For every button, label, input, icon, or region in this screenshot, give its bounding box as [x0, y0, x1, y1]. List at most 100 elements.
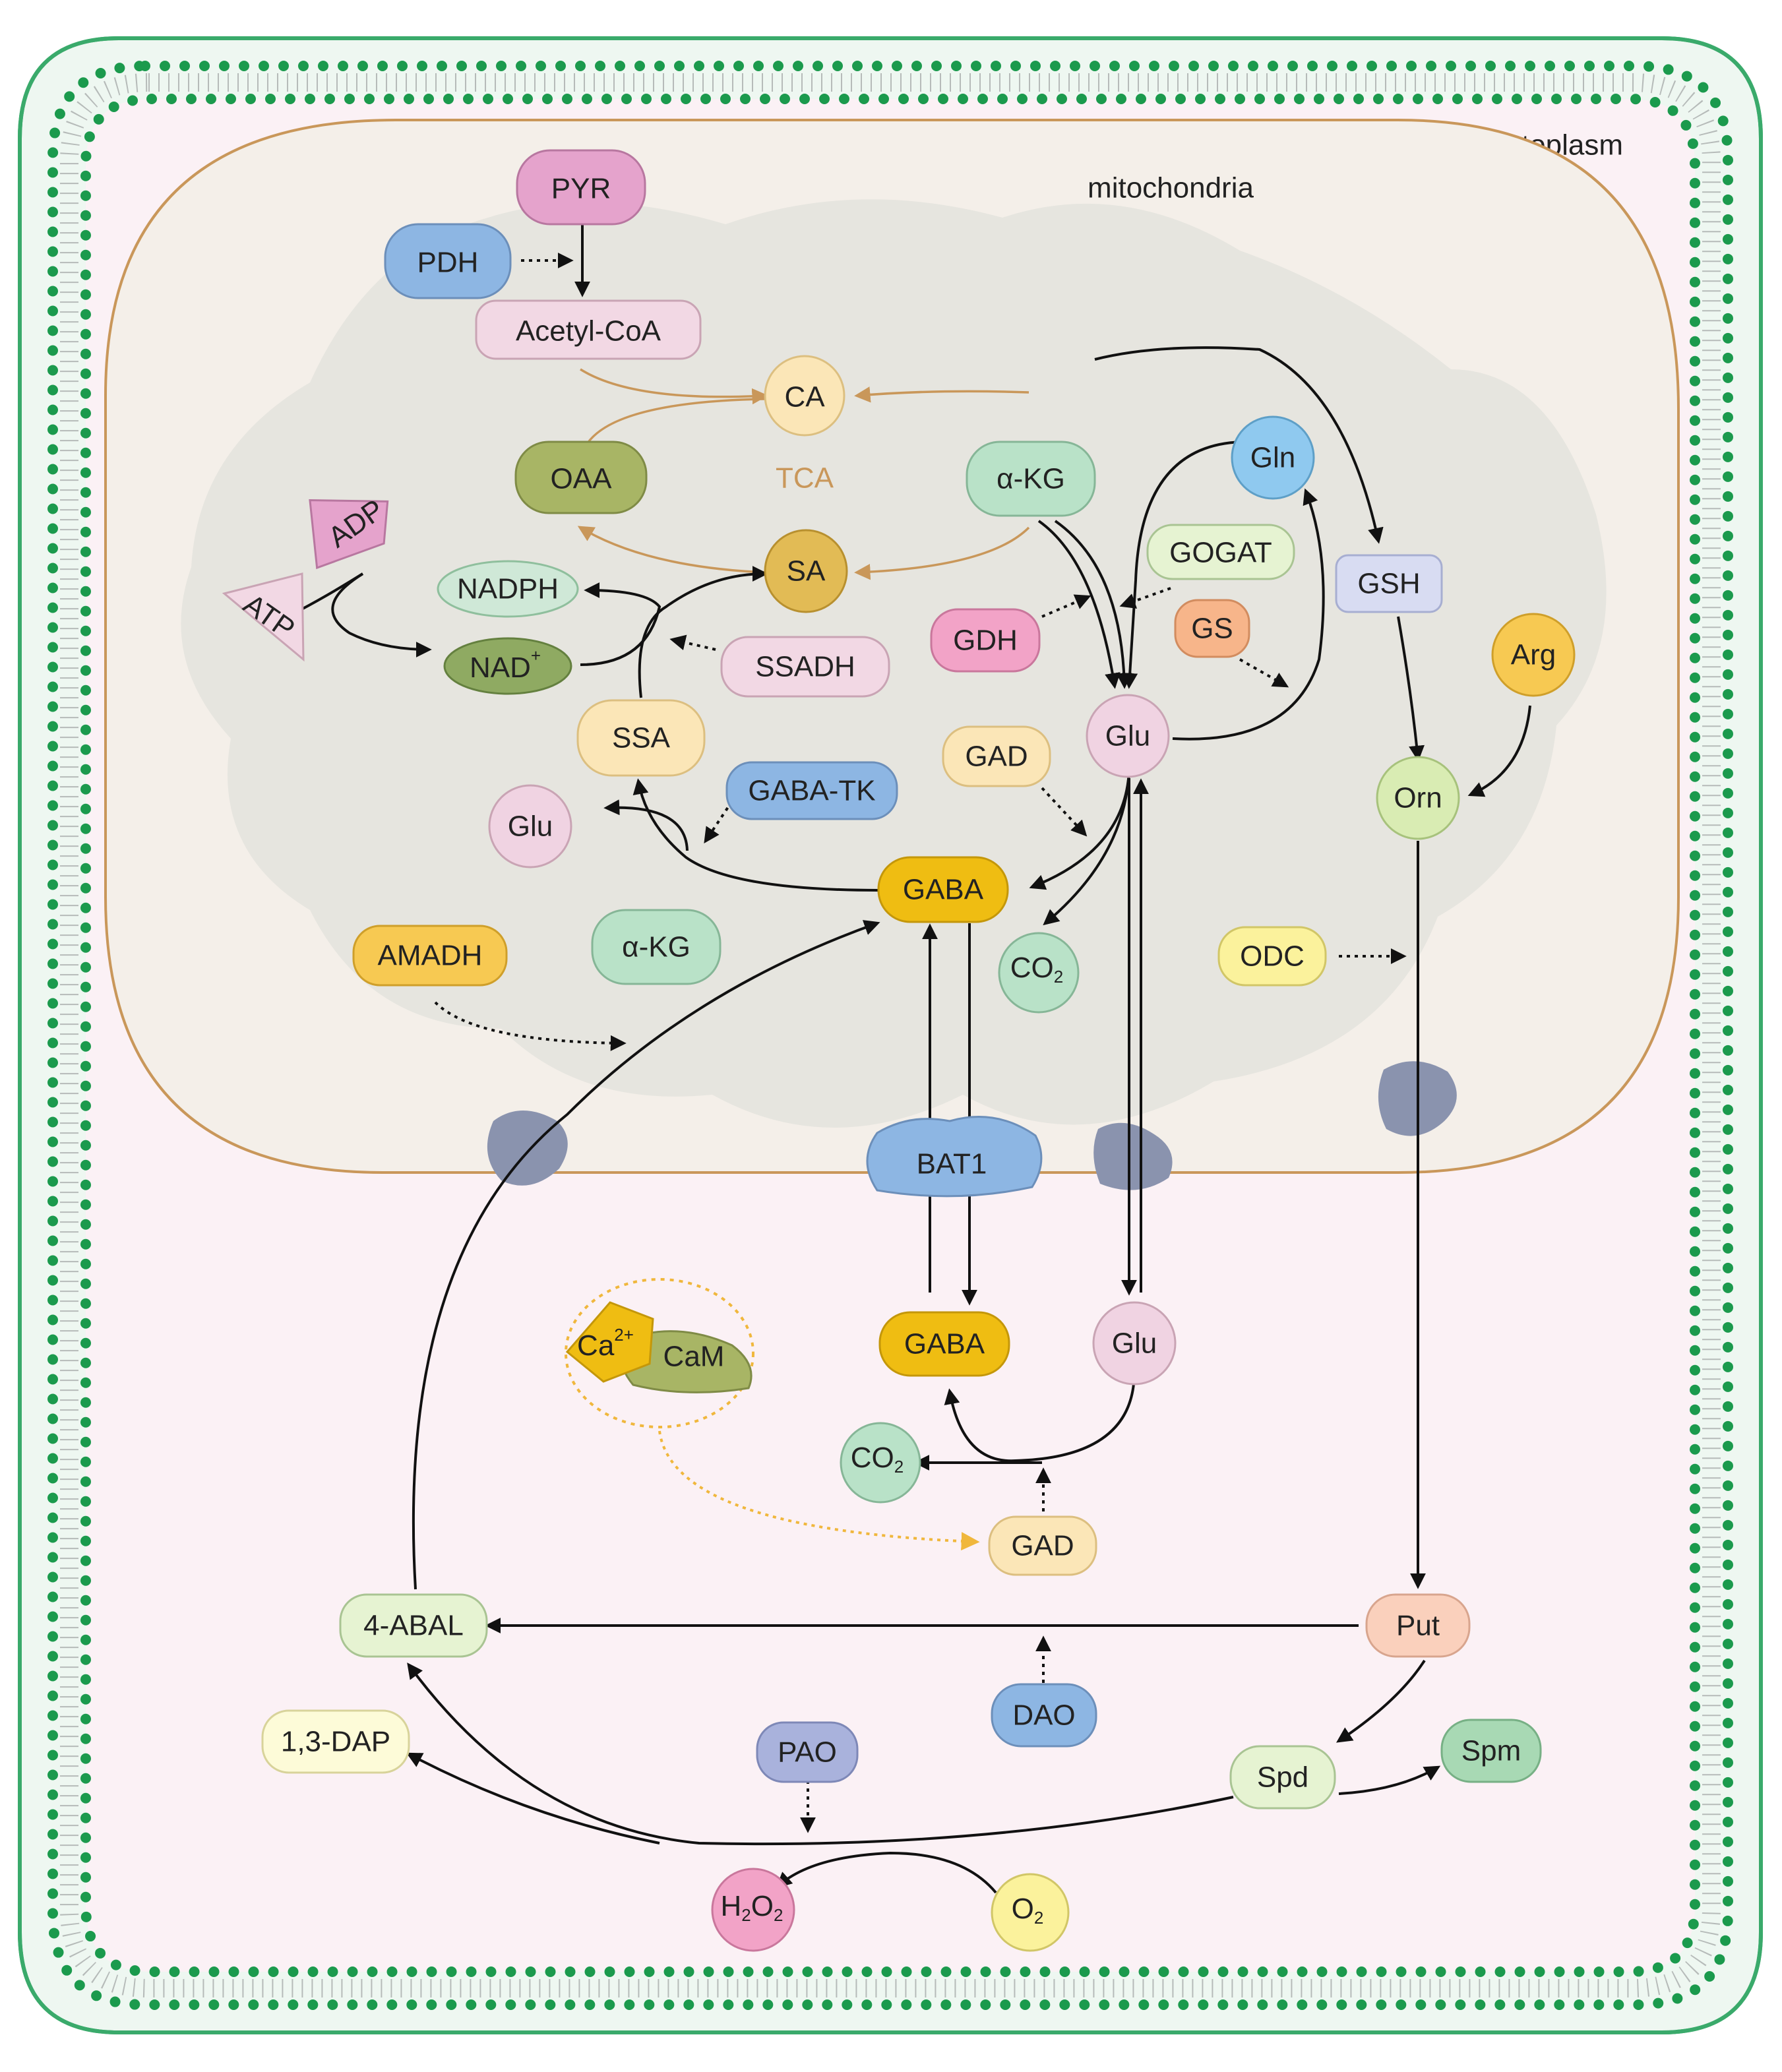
node-put-label: Put — [1396, 1610, 1440, 1642]
node-acetyl-coa-label: Acetyl-CoA — [516, 315, 661, 348]
node-dao-label: DAO — [1012, 1699, 1075, 1732]
node-orn-label: Orn — [1394, 782, 1442, 814]
node-nadph-label: NADPH — [457, 573, 559, 605]
node-gaba-mito: GABA — [877, 856, 1009, 923]
node-o2: O2 — [991, 1873, 1070, 1952]
node-cam-label: CaM — [663, 1341, 725, 1373]
co2-mito-text: CO — [1010, 952, 1054, 984]
node-co2-cyto: CO2 — [840, 1422, 921, 1504]
pathway-arrows — [264, 222, 1531, 1894]
node-ssa: SSA — [576, 699, 706, 777]
node-ssa-label: SSA — [612, 722, 671, 754]
node-akg-top-label: α-KG — [997, 463, 1065, 495]
node-spd-label: Spd — [1257, 1761, 1308, 1794]
node-dao: DAO — [991, 1683, 1097, 1748]
node-gaba-mito-label: GABA — [903, 874, 984, 906]
node-oaa: OAA — [514, 441, 648, 514]
node-arg: Arg — [1491, 613, 1576, 697]
co2-cyto-text: CO — [851, 1442, 894, 1474]
mitochondrial-matrix — [181, 199, 1607, 1128]
node-spm: Spm — [1440, 1719, 1542, 1783]
node-h2o2: H2O2 — [711, 1868, 795, 1952]
node-h2o2-label: H2O2 — [721, 1890, 783, 1926]
node-co2-mito-label: CO2 — [1010, 952, 1063, 987]
node-oaa-label: OAA — [551, 463, 613, 495]
transporter-left — [487, 1111, 568, 1186]
node-gad-cyto: GAD — [988, 1515, 1097, 1576]
node-adp: ADP — [309, 493, 390, 570]
ca2-text: Ca — [577, 1329, 615, 1362]
calcium-regulation-arrow — [658, 1430, 980, 1551]
node-nadph: NADPH — [437, 560, 579, 618]
mitochondria-label: mitochondria — [1088, 172, 1254, 204]
node-ssadh-label: SSADH — [755, 651, 855, 683]
node-odc-label: ODC — [1240, 940, 1305, 973]
node-ca-label: CA — [784, 381, 825, 413]
node-acetyl-coa: Acetyl-CoA — [475, 299, 702, 360]
tca-label: TCA — [776, 462, 834, 495]
node-arg-label: Arg — [1511, 639, 1556, 671]
node-4-abal: 4-ABAL — [339, 1593, 488, 1658]
h2o2-o-text: O — [751, 1890, 774, 1922]
nad-superscript: + — [531, 646, 541, 665]
node-nad-plus-label: NAD+ — [470, 646, 541, 684]
node-co2-cyto-label: CO2 — [851, 1442, 904, 1477]
regulatory-arrows — [434, 253, 1407, 1833]
node-gogat: GOGAT — [1146, 524, 1295, 580]
node-gln-label: Gln — [1250, 442, 1295, 474]
node-amadh: AMADH — [352, 925, 508, 987]
node-bat1: BAT1 — [866, 1116, 1043, 1198]
node-co2-mito: CO2 — [998, 932, 1080, 1014]
node-gaba-tk: GABA-TK — [725, 761, 898, 820]
node-ssadh: SSADH — [720, 636, 890, 698]
node-glu-mito-label: Glu — [1105, 720, 1150, 752]
node-glu-cyto: Glu — [1092, 1301, 1177, 1386]
node-glu-left-label: Glu — [508, 810, 553, 843]
node-pao: PAO — [756, 1721, 859, 1783]
node-gogat-label: GOGAT — [1169, 537, 1272, 569]
node-gs: GS — [1174, 599, 1250, 658]
node-glu-left: Glu — [488, 784, 572, 868]
co2-cyto-subscript: 2 — [894, 1457, 904, 1477]
h2o2-h-text: H — [721, 1890, 742, 1922]
node-o2-label: O2 — [1012, 1893, 1044, 1928]
node-pdh: PDH — [384, 223, 512, 299]
transporter-glu — [1093, 1122, 1173, 1190]
node-gaba-cyto: GABA — [878, 1311, 1010, 1377]
node-glu-mito: Glu — [1086, 694, 1170, 778]
node-pao-label: PAO — [778, 1736, 837, 1769]
node-pyr: PYR — [516, 149, 646, 226]
node-sa-label: SA — [787, 555, 826, 588]
co2-mito-subscript: 2 — [1054, 967, 1063, 987]
node-sa: SA — [764, 529, 848, 613]
h2o2-sub1: 2 — [741, 1905, 751, 1925]
node-gln: Gln — [1231, 415, 1315, 500]
node-gdh: GDH — [930, 608, 1041, 673]
ca2-superscript: 2+ — [614, 1325, 634, 1345]
node-glu-cyto-label: Glu — [1112, 1327, 1157, 1360]
node-pdh-label: PDH — [417, 247, 479, 279]
node-spm-label: Spm — [1461, 1735, 1521, 1767]
node-gad-mito-label: GAD — [965, 741, 1028, 773]
node-bat1-label: BAT1 — [917, 1148, 987, 1180]
o2-text: O — [1012, 1893, 1034, 1925]
node-gaba-tk-label: GABA-TK — [748, 775, 875, 807]
node-gad-mito: GAD — [942, 725, 1051, 787]
node-gsh-label: GSH — [1357, 568, 1420, 600]
calcium-calmodulin-complex: CaM Ca2+ — [565, 1278, 754, 1428]
node-akg-bottom: α-KG — [591, 909, 722, 985]
node-gad-cyto-label: GAD — [1011, 1530, 1074, 1562]
node-pyr-label: PYR — [551, 173, 611, 205]
node-orn: Orn — [1376, 756, 1460, 840]
h2o2-sub2: 2 — [774, 1905, 783, 1925]
node-1-3-dap: 1,3-DAP — [261, 1709, 410, 1774]
node-put: Put — [1365, 1593, 1471, 1658]
node-ca2-label: Ca2+ — [577, 1325, 634, 1362]
node-ca: CA — [764, 355, 845, 437]
node-gaba-cyto-label: GABA — [904, 1328, 985, 1360]
node-gdh-label: GDH — [953, 625, 1018, 657]
node-spd: Spd — [1229, 1745, 1336, 1810]
nad-text: NAD — [470, 652, 531, 684]
node-1-3-dap-label: 1,3-DAP — [281, 1726, 390, 1758]
